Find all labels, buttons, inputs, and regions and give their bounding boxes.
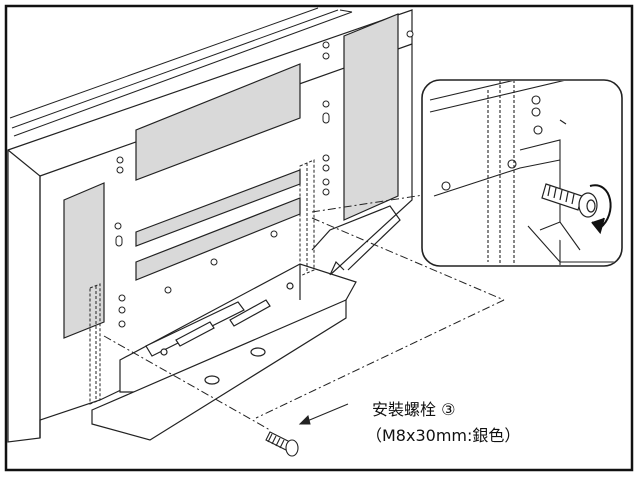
hidden-posts — [89, 159, 315, 405]
rotation-arrow-icon — [589, 184, 612, 235]
stand-base — [91, 205, 401, 441]
bolt-icon — [541, 183, 598, 218]
part-name: 安裝螺栓 — [372, 400, 437, 419]
alignment-guides — [103, 193, 505, 431]
panel-holes — [114, 30, 414, 328]
unit-top-edge — [9, 7, 353, 137]
callout-leader — [298, 403, 349, 425]
vent-slots — [63, 13, 399, 339]
bolt-spec: （M8x30mm:銀色） — [366, 426, 521, 445]
part-number: ③ — [441, 400, 456, 419]
bolt-callout-title: 安裝螺栓 ③ — [372, 396, 455, 420]
bolt-icon — [265, 431, 299, 457]
detail-inset — [421, 79, 623, 267]
